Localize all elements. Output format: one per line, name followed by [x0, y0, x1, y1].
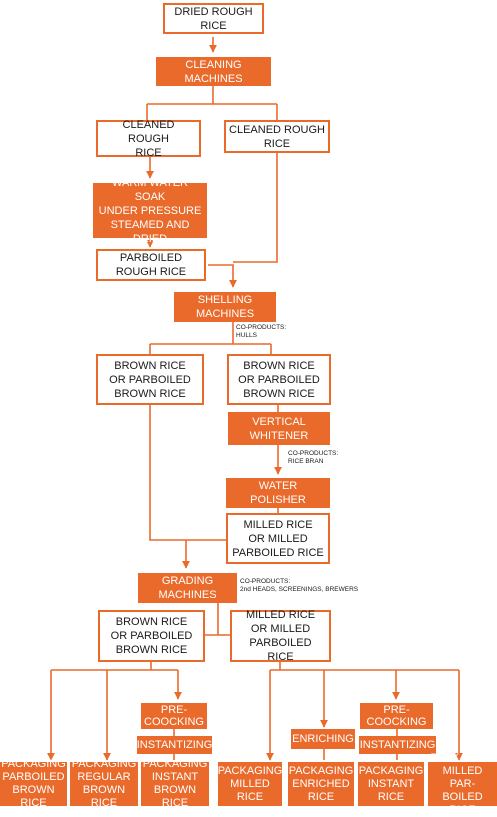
node-dried-rough-rice: DRIED ROUGH RICE [163, 3, 264, 34]
node-parboiled-rough-rice: PARBOILED ROUGH RICE [96, 249, 206, 281]
node-vertical-whitener: VERTICAL WHITENER [228, 412, 330, 445]
node-enriching: ENRICHING [291, 729, 355, 749]
line-cleaned-right-down [233, 153, 278, 263]
node-pkg-regular-brown: PACKAGING REGULAR BROWN RICE [70, 758, 138, 809]
line-cleaning-split [146, 86, 278, 120]
node-instantizing-left: INSTANTIZING [137, 736, 212, 754]
node-pkg-milled-parboiled: PACKAGING MILLED PAR- BOILED RICE [428, 752, 497, 816]
note-hulls: CO-PRODUCTS: HULLS [236, 324, 287, 339]
node-cleaned-rough-rice-right: CLEANED ROUGH RICE [224, 120, 330, 153]
node-pkg-parboiled-brown: PACKAGING PARBOILED BROWN RICE [0, 758, 67, 809]
line-milled-graded-down [270, 662, 459, 671]
node-pkg-milled: PACKAGING MILLED RICE [218, 762, 282, 806]
node-brown-rice-left: BROWN RICE OR PARBOILED BROWN RICE [96, 354, 204, 405]
line-brown-left-down [149, 405, 186, 541]
node-pre-coocking-right: PRE- COOCKING [360, 703, 433, 729]
node-pkg-instant: PACKAGING INSTANT RICE [358, 762, 424, 806]
node-brown-rice-right: BROWN RICE OR PARBOILED BROWN RICE [227, 354, 331, 405]
node-brown-rice-graded: BROWN RICE OR PARBOILED BROWN RICE [98, 610, 205, 662]
node-shelling-machines: SHELLING MACHINES [174, 292, 276, 322]
node-cleaning-machines: CLEANING MACHINES [156, 57, 271, 86]
line-grading-split [205, 603, 230, 636]
line-shelling-split [149, 322, 272, 354]
node-water-polisher: WATER POLISHER [226, 478, 330, 508]
node-pre-coocking-left: PRE- COOCKING [141, 703, 207, 729]
line-brown-graded-down [51, 662, 178, 671]
node-instantizing-right: INSTANTIZING [359, 736, 436, 754]
note-grading: CO-PRODUCTS: 2nd HEADS, SCREENINGS, BREW… [240, 578, 359, 593]
node-pkg-enriched: PACKAGING ENRICHED RICE [288, 762, 354, 806]
node-pkg-instant-brown: PACKAGING INSTANT BROWN RICE [141, 758, 209, 809]
node-cleaned-rough-rice-left: CLEANED ROUGH RICE [96, 119, 201, 159]
arrow-parboiled-to-shelling [208, 264, 237, 288]
node-warm-water-soak: WARM WATER SOAK UNDER PRESSURE STEAMED A… [93, 177, 207, 245]
node-milled-rice-upper: MILLED RICE OR MILLED PARBOILED RICE [226, 513, 330, 564]
node-milled-rice-graded: MILLED RICE OR MILLED PARBOILED RICE [230, 609, 331, 663]
note-rice-bran: CO-PRODUCTS: RICE BRAN [288, 450, 339, 465]
node-grading-machines: GRADING MACHINES [138, 573, 237, 603]
